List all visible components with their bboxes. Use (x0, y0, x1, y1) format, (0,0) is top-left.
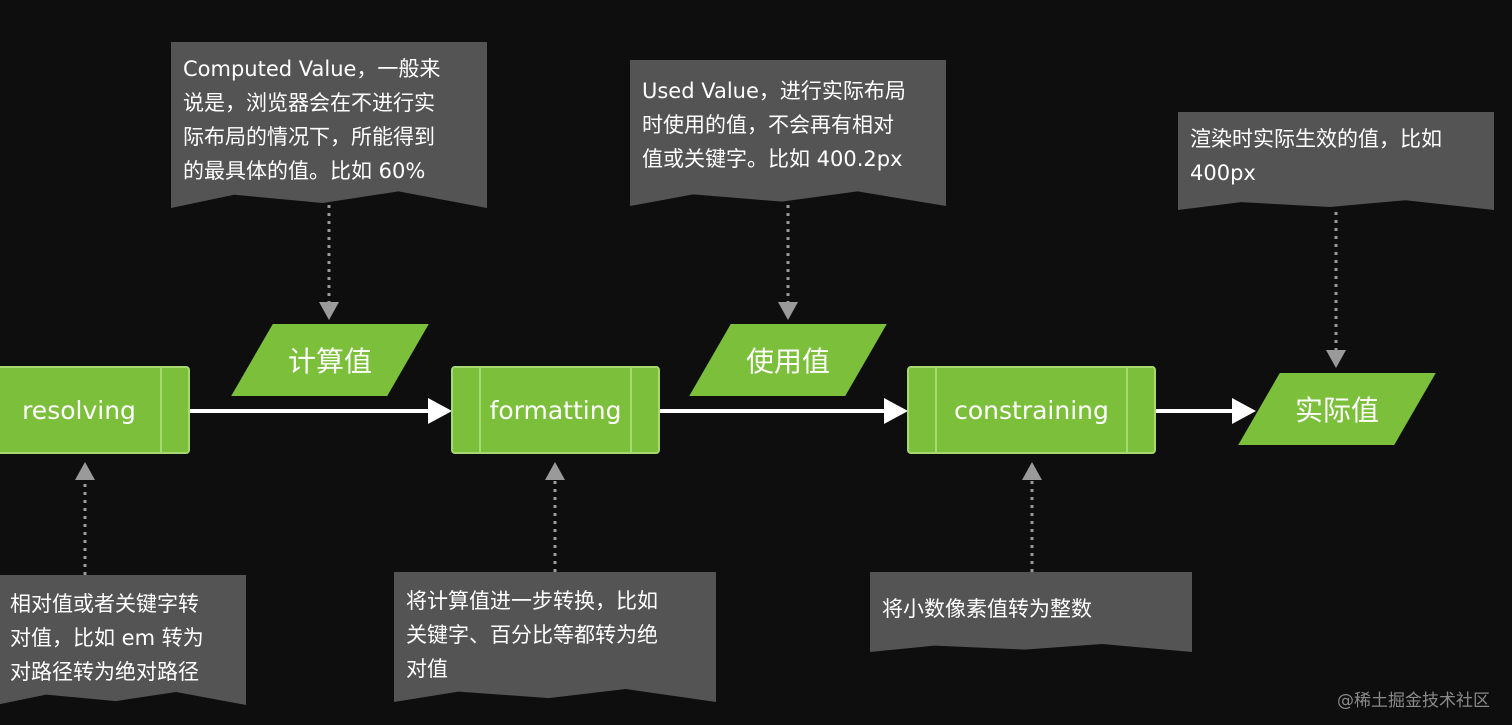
note-formatting: 将计算值进一步转换，比如 关键字、百分比等都转为绝 对值 (394, 572, 716, 702)
note-line: 对值，比如 em 转为 (10, 626, 204, 650)
process-bar-left (935, 368, 937, 452)
note-line: Used Value，进行实际布局 (642, 79, 906, 103)
note-line: 对值 (406, 657, 448, 681)
dotted-arrowhead-computed (319, 302, 339, 320)
watermark: @稀土掘金技术社区 (1337, 691, 1490, 711)
dotted-arrowhead-used (778, 302, 798, 320)
dotted-arrowhead-resolving (75, 462, 95, 480)
note-line: 值或关键字。比如 400.2px (642, 147, 903, 171)
note-line: 相对值或者关键字转 (10, 592, 199, 616)
value-label-used: 使用值 (745, 345, 830, 378)
value-node-computed: 计算值 (231, 324, 429, 396)
process-node-formatting: formatting (451, 366, 660, 454)
note-line: 渲染时实际生效的值，比如 (1190, 127, 1442, 151)
process-bar-right (1126, 368, 1128, 452)
note-computed-value: Computed Value，一般来 说是，浏览器会在不进行实 际布局的情况下，… (171, 42, 487, 208)
arrowhead-resolving-to-formatting (428, 398, 452, 424)
note-constraining: 将小数像素值转为整数 (870, 572, 1192, 652)
note-line: 说是，浏览器会在不进行实 (183, 91, 435, 115)
note-resolving: 相对值或者关键字转 对值，比如 em 转为 对路径转为绝对路径 (0, 575, 246, 705)
dotted-arrowhead-actual (1326, 350, 1346, 368)
process-node-constraining: constraining (907, 366, 1156, 454)
note-line: Computed Value，一般来 (183, 57, 441, 81)
value-label-actual: 实际值 (1294, 394, 1379, 427)
note-line: 400px (1190, 161, 1256, 185)
process-label-resolving: resolving (22, 395, 136, 425)
dotted-arrowhead-formatting (545, 462, 565, 480)
note-line: 对路径转为绝对路径 (10, 660, 199, 684)
process-node-resolving: resolving (0, 366, 190, 454)
value-node-used: 使用值 (689, 324, 887, 396)
dotted-arrowhead-constraining (1022, 462, 1042, 480)
process-label-formatting: formatting (489, 395, 622, 425)
process-bar-right (160, 368, 162, 452)
process-label-constraining: constraining (954, 395, 1109, 425)
note-line: 时使用的值，不会再有相对 (642, 113, 894, 137)
note-actual-value: 渲染时实际生效的值，比如 400px (1178, 112, 1494, 210)
note-line: 将计算值进一步转换，比如 (406, 589, 658, 613)
note-line: 关键字、百分比等都转为绝 (406, 623, 658, 647)
note-line: 的最具体的值。比如 60% (183, 159, 426, 183)
value-label-computed: 计算值 (287, 345, 372, 378)
note-line: 将小数像素值转为整数 (882, 597, 1092, 621)
note-used-value: Used Value，进行实际布局 时使用的值，不会再有相对 值或关键字。比如 … (630, 60, 946, 206)
note-line: 际布局的情况下，所能得到 (183, 125, 435, 149)
arrowhead-formatting-to-constraining (884, 398, 908, 424)
process-bar-right (630, 368, 632, 452)
process-bar-left (479, 368, 481, 452)
value-node-actual: 实际值 (1238, 373, 1436, 445)
